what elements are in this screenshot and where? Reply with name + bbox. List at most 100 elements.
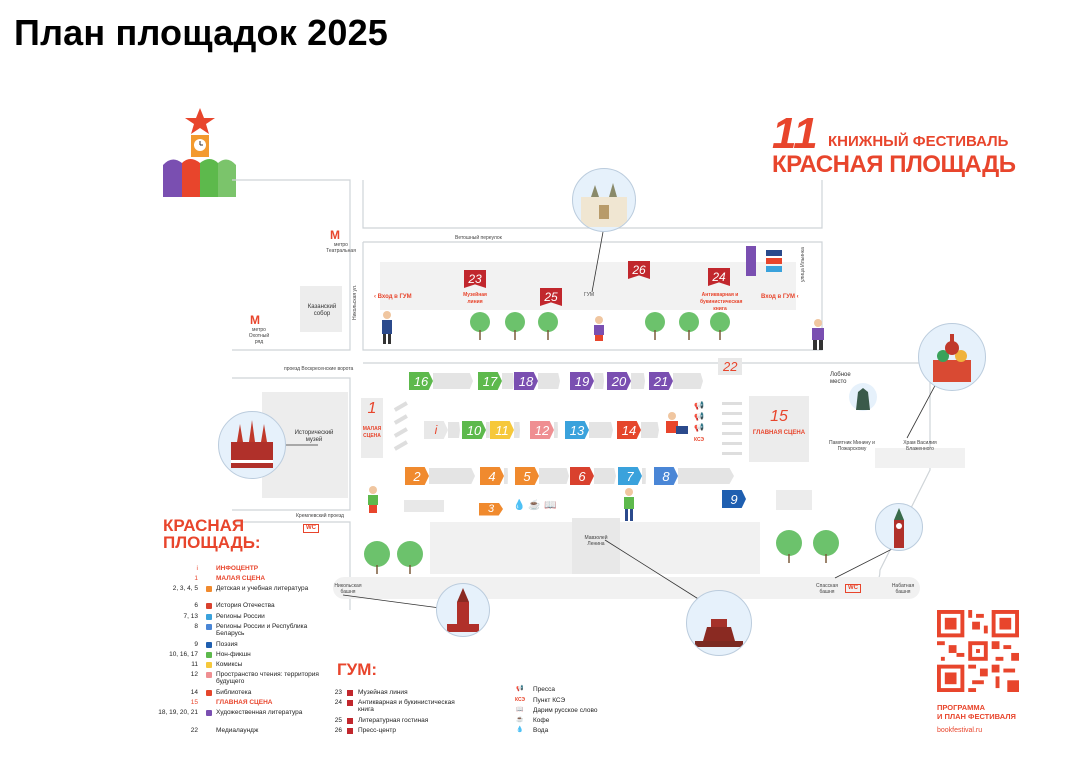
books-stack-icon — [746, 246, 782, 276]
kse-icon: КСЭ — [694, 437, 705, 443]
lobnoe-mesto-label: Лобное место — [830, 372, 851, 385]
metro-teatralnaya-label: метро Театральная — [326, 242, 356, 254]
info-center[interactable]: i — [424, 421, 460, 439]
stall-19[interactable]: 19 — [570, 372, 604, 390]
gum-stall-26[interactable]: 26 — [628, 261, 650, 279]
stall-3[interactable]: 3 — [479, 500, 503, 518]
person-icon — [624, 488, 634, 521]
water-drop-icon: 💧 — [513, 500, 526, 511]
gum-24-label: Антикварная и букинистическая книга — [700, 292, 743, 312]
stall-3-bar — [404, 500, 444, 512]
person-icon — [594, 316, 604, 341]
street-ilinka: улица Ильинка — [800, 247, 806, 282]
metro-icon: М — [250, 313, 260, 327]
nikolskaya-tower-label: Никольская башня — [334, 583, 362, 595]
gum-23-label: Музейная линия — [463, 292, 487, 305]
stall-2[interactable]: 2 — [405, 467, 475, 485]
stall-12[interactable]: 12 — [530, 421, 558, 439]
stall-21[interactable]: 21 — [649, 372, 703, 390]
stall-20[interactable]: 20 — [607, 372, 645, 390]
gum-entrance-left-label: Вход в ГУМ — [377, 294, 412, 300]
megaphone-icon: 📢 — [516, 686, 524, 692]
page-title: План площадок 2025 — [14, 12, 389, 53]
person-reading-icon — [666, 412, 688, 434]
stage-15[interactable]: 15 ГЛАВНАЯ СЦЕНА — [749, 408, 809, 437]
stall-11[interactable]: 11 — [490, 421, 520, 439]
legend-title-text: КРАСНАЯ ПЛОЩАДЬ: — [163, 516, 261, 552]
festival-url[interactable]: bookfestival.ru — [937, 727, 983, 734]
wc-sign: WC — [845, 584, 861, 593]
gum-entrance-right[interactable]: Вход в ГУМ ‹ — [761, 294, 799, 300]
stall-16[interactable]: 16 — [409, 372, 473, 390]
stage-1-label: МАЛАЯ СЦЕНА — [362, 426, 382, 439]
stall-9[interactable]: 9 — [722, 490, 746, 508]
kazan-sobor-label: Казанский собор — [307, 304, 337, 317]
gum-stall-23[interactable]: 23 — [464, 270, 486, 288]
stage-1[interactable]: 1 МАЛАЯ СЦЕНА — [361, 400, 383, 440]
stall-22[interactable]: 22 — [718, 358, 743, 375]
stall-18[interactable]: 18 — [514, 372, 560, 390]
person-icon — [812, 319, 824, 350]
gum-landmark-image — [572, 168, 636, 232]
stall-8[interactable]: 8 — [654, 467, 734, 485]
festival-title-line2: КРАСНАЯ ПЛОЩАДЬ — [772, 151, 1016, 178]
qr-code[interactable] — [937, 610, 1019, 692]
nabatnaya-tower-label: Набатная башня — [891, 583, 915, 595]
service-item-press: 📢Пресса — [513, 686, 633, 695]
metro-ohotny-label: метро Охотный ряд — [248, 327, 270, 345]
spasskaya-tower-label: Спасская башня — [816, 583, 838, 595]
street-vetoshny: Ветошный переулок — [455, 235, 502, 241]
stall-14[interactable]: 14 — [617, 421, 659, 439]
service-item-books: 📖Дарим русское слово — [513, 707, 633, 716]
minin-monument-icon — [849, 383, 877, 411]
stage-15-label: ГЛАВНАЯ СЦЕНА — [752, 430, 806, 436]
stall-10[interactable]: 10 — [462, 421, 490, 439]
book-icon: 📖 — [544, 500, 557, 511]
qr-caption: ПРОГРАММА И ПЛАН ФЕСТИВАЛЯ — [937, 703, 1016, 721]
minin-label: Памятник Минину и Пожарскому — [829, 440, 875, 452]
coffee-icon: ☕ — [528, 500, 541, 511]
spasskaya-tower-image — [875, 503, 923, 551]
person-icon — [368, 486, 378, 513]
street-vokresenskie: проезд Воскресенские ворота — [284, 366, 354, 372]
gum-legend-title: ГУМ: — [337, 660, 378, 679]
gum-entrance-left[interactable]: ‹ Вход в ГУМ — [374, 294, 412, 300]
stall-17[interactable]: 17 — [478, 372, 514, 390]
service-item-coffee: ☕Кофе — [513, 717, 633, 726]
stall-13[interactable]: 13 — [565, 421, 613, 439]
historical-museum-label: Исторический музей — [294, 430, 334, 443]
stall-4[interactable]: 4 — [480, 467, 508, 485]
stall-7[interactable]: 7 — [618, 467, 646, 485]
stall-5[interactable]: 5 — [515, 467, 569, 485]
festival-number: 11 — [772, 109, 818, 158]
gum-entrance-right-label: Вход в ГУМ — [761, 294, 795, 300]
stall-6[interactable]: 6 — [570, 467, 616, 485]
street-kremlevsky: Кремлевский проезд — [296, 513, 344, 519]
vasily-label: Храм Василия Блаженного — [903, 440, 937, 452]
legend-title: КРАСНАЯ ПЛОЩАДЬ: — [163, 517, 273, 551]
gum-label: ГУМ — [584, 292, 595, 298]
gum-stall-24[interactable]: 24 — [708, 268, 730, 286]
gum-stall-25[interactable]: 25 — [540, 288, 562, 306]
kremlin-logo-icon — [163, 108, 236, 197]
person-icon — [382, 311, 392, 344]
press-icons: 📢📢📢КСЭ — [694, 401, 705, 443]
book-icon: 📖 — [516, 707, 524, 713]
